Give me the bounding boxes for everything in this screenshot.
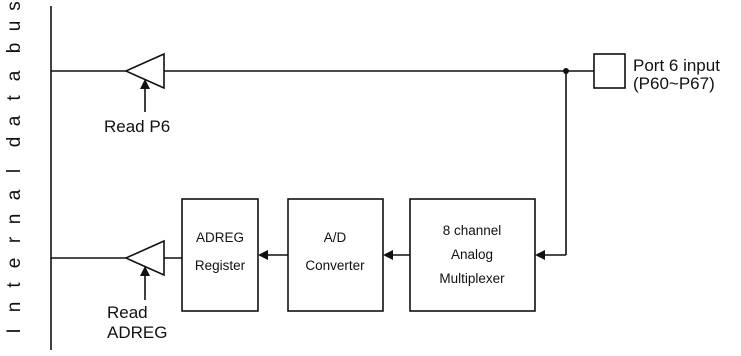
bus-label-char: r xyxy=(4,236,25,243)
port6-input-label-line2: (P60~P67) xyxy=(633,74,715,93)
adc-to-adreg-arrowhead xyxy=(258,250,268,260)
mux-label-line1: 8 channel xyxy=(443,223,502,238)
bus-label-char: n xyxy=(4,302,25,313)
bus-label-char: t xyxy=(4,282,25,288)
bus-label-char: u xyxy=(4,21,25,32)
mux-label-line2: Analog xyxy=(451,247,493,262)
port6-input-pin-box xyxy=(593,53,626,89)
read-adreg-label-line2: ADREG xyxy=(107,323,167,342)
read-adreg-label-line1: Read xyxy=(107,303,148,322)
bus-label-char: s xyxy=(4,1,25,11)
adc-label-line2: Converter xyxy=(305,258,365,273)
bus-label-char: a xyxy=(4,115,25,126)
bus-label-char: b xyxy=(4,43,25,54)
bus-label-char: I xyxy=(4,328,25,333)
ad-converter-block xyxy=(287,198,384,312)
adreg-label-line1: ADREG xyxy=(196,230,244,245)
bus-label-char: l xyxy=(4,169,25,173)
read-p6-enable-arrowhead xyxy=(140,79,150,89)
read-p6-label: Read P6 xyxy=(104,117,170,136)
adreg-label-line2: Register xyxy=(195,258,246,273)
bus-label-char: t xyxy=(4,95,25,101)
mux-label-line3: Multiplexer xyxy=(439,271,505,286)
bus-label-char: n xyxy=(4,214,25,225)
adreg-register-block xyxy=(181,198,259,312)
bus-label-char: a xyxy=(4,70,25,81)
bus-label-char: e xyxy=(4,258,25,269)
bus-label-char: a xyxy=(4,189,25,200)
adc-label-line1: A/D xyxy=(324,230,347,245)
mux-input-arrowhead xyxy=(535,250,545,260)
port6-input-label-line1: Port 6 input xyxy=(633,56,720,75)
mux-to-adc-arrowhead xyxy=(383,250,393,260)
bus-label-char: d xyxy=(4,137,25,148)
read-adreg-enable-arrowhead xyxy=(140,266,150,276)
